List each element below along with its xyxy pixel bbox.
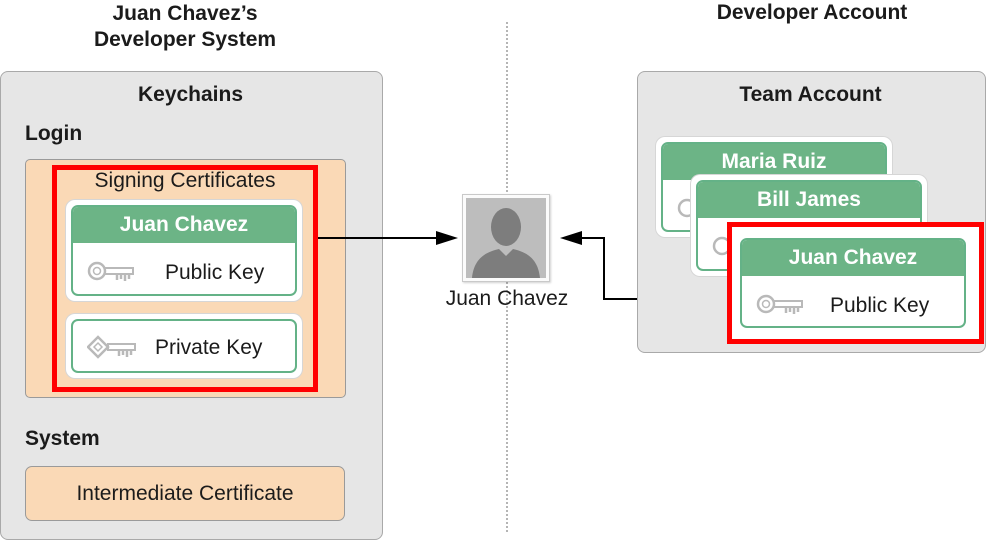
certificate-owner-name: Juan Chavez <box>73 207 295 243</box>
private-key-icon <box>86 335 139 366</box>
public-key-icon <box>87 259 137 290</box>
signing-certificates-title: Signing Certificates <box>94 169 276 192</box>
intermediate-certificate-label: Intermediate Certificate <box>76 482 294 505</box>
private-key-card: Private Key <box>66 314 302 378</box>
team-account-title: Team Account <box>739 83 882 106</box>
team-member-card: Juan Chavez Public Key <box>735 233 971 333</box>
person-silhouette-icon <box>466 198 546 283</box>
developer-system-heading: Juan Chavez’s Developer System <box>60 1 310 53</box>
system-keychain-label: System <box>25 427 100 450</box>
person-avatar-frame <box>462 194 550 282</box>
signing-certificates-highlight <box>52 165 318 392</box>
developer-account-heading: Developer Account <box>716 1 908 24</box>
login-keychain-label: Login <box>25 122 83 145</box>
signing-certificate-card: Juan Chavez Public Key <box>66 200 302 301</box>
intermediate-certificate-box: Intermediate Certificate <box>25 466 345 521</box>
public-key-label: Public Key <box>165 261 265 284</box>
public-key-icon <box>756 292 806 323</box>
team-member-name: Bill James <box>698 182 920 218</box>
team-member-name: Juan Chavez <box>742 240 964 276</box>
developer-system-heading-line1: Juan Chavez’s <box>112 2 258 25</box>
keychains-title: Keychains <box>137 83 244 106</box>
developer-system-heading-line2: Developer System <box>93 28 277 51</box>
team-member-name: Maria Ruiz <box>663 144 885 180</box>
team-member-public-key-label: Public Key <box>830 294 930 317</box>
private-key-label: Private Key <box>155 336 263 359</box>
person-name-label: Juan Chavez <box>445 287 569 310</box>
arrow-to-person <box>318 231 458 245</box>
